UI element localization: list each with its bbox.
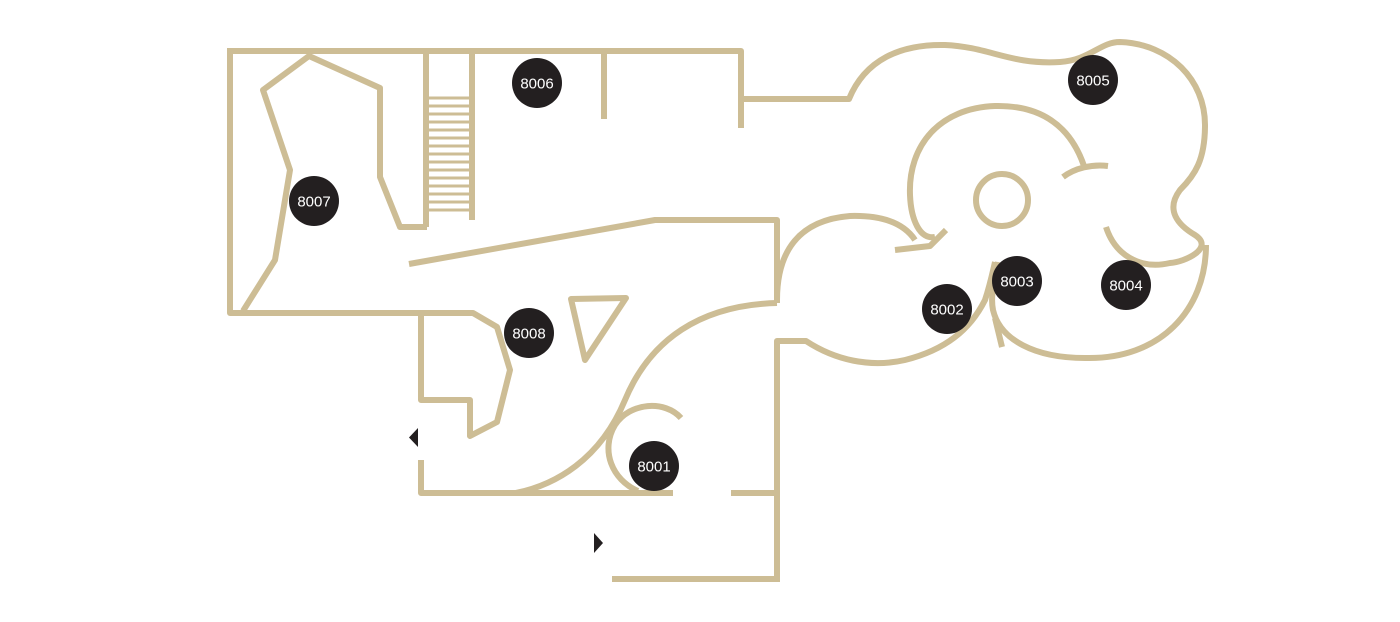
room-marker-circle[interactable] — [512, 58, 562, 108]
room-marker-circle[interactable] — [289, 176, 339, 226]
triangle-right-icon — [594, 533, 603, 553]
wall-spiral-tail — [894, 227, 949, 253]
room-marker-8004[interactable]: 8004 — [1101, 260, 1151, 310]
wall-triangle-island — [568, 295, 629, 363]
wall-8007-partition — [240, 53, 427, 313]
wall-east-spur — [992, 317, 1005, 348]
wall-corridor-north — [741, 39, 1208, 268]
room-marker-circle[interactable] — [992, 256, 1042, 306]
staircase — [429, 96, 469, 212]
triangle-left-icon — [409, 428, 418, 447]
room-markers: 8001 8002 8003 8004 8005 8006 8007 8008 — [289, 55, 1151, 491]
wall-north — [230, 48, 744, 128]
room-marker-circle[interactable] — [1101, 260, 1151, 310]
wall-curve-corridor — [515, 300, 778, 496]
entrance-arrows — [409, 428, 603, 553]
room-marker-8008[interactable]: 8008 — [504, 308, 554, 358]
walls — [227, 39, 1209, 582]
wall-west — [227, 48, 513, 439]
wall-8002-bottom — [774, 261, 998, 580]
wall-east-lobe — [989, 244, 1209, 362]
room-marker-8006[interactable]: 8006 — [512, 58, 562, 108]
room-marker-circle[interactable] — [1068, 55, 1118, 105]
room-marker-8002[interactable]: 8002 — [922, 284, 972, 334]
wall-8001-curl — [605, 403, 684, 494]
room-marker-circle[interactable] — [629, 441, 679, 491]
room-marker-8005[interactable]: 8005 — [1068, 55, 1118, 105]
central-column — [973, 171, 1031, 229]
wall-spiral-hook — [1061, 162, 1109, 180]
wall-inner-spiral — [906, 102, 1087, 241]
room-marker-circle[interactable] — [504, 308, 554, 358]
wall-central-diagonal — [408, 217, 780, 303]
room-marker-8007[interactable]: 8007 — [289, 176, 339, 226]
room-marker-8001[interactable]: 8001 — [629, 441, 679, 491]
room-marker-circle[interactable] — [922, 284, 972, 334]
wall-south-left — [418, 460, 673, 496]
wall-8002-lobe — [774, 212, 918, 301]
room-marker-8003[interactable]: 8003 — [992, 256, 1042, 306]
